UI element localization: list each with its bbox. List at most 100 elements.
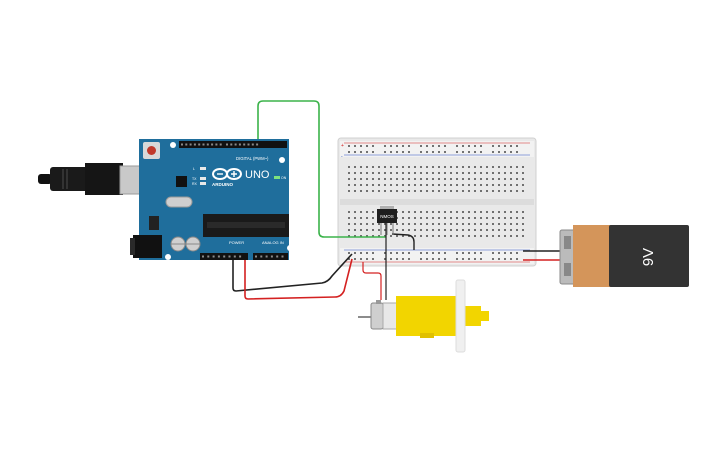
breadboard-hole[interactable]: [492, 184, 494, 186]
breadboard-hole[interactable]: [486, 166, 488, 168]
breadboard-hole[interactable]: [474, 145, 476, 147]
breadboard-hole[interactable]: [498, 229, 500, 231]
breadboard-hole[interactable]: [450, 184, 452, 186]
breadboard-hole[interactable]: [522, 184, 524, 186]
breadboard-hole[interactable]: [384, 172, 386, 174]
breadboard-hole[interactable]: [354, 145, 356, 147]
breadboard-hole[interactable]: [462, 229, 464, 231]
breadboard-hole[interactable]: [366, 223, 368, 225]
breadboard-hole[interactable]: [504, 235, 506, 237]
breadboard-hole[interactable]: [366, 211, 368, 213]
breadboard-hole[interactable]: [438, 235, 440, 237]
breadboard-hole[interactable]: [516, 211, 518, 213]
breadboard-hole[interactable]: [390, 190, 392, 192]
breadboard-hole[interactable]: [360, 223, 362, 225]
header-pin[interactable]: [189, 143, 192, 146]
breadboard-hole[interactable]: [372, 223, 374, 225]
header-pin[interactable]: [239, 255, 242, 258]
breadboard-hole[interactable]: [414, 178, 416, 180]
breadboard-hole[interactable]: [474, 258, 476, 260]
breadboard-hole[interactable]: [414, 217, 416, 219]
breadboard-hole[interactable]: [522, 178, 524, 180]
breadboard-hole[interactable]: [456, 166, 458, 168]
breadboard-hole[interactable]: [378, 184, 380, 186]
breadboard-hole[interactable]: [468, 211, 470, 213]
breadboard-hole[interactable]: [456, 172, 458, 174]
breadboard-hole[interactable]: [444, 235, 446, 237]
breadboard-hole[interactable]: [432, 258, 434, 260]
breadboard-hole[interactable]: [348, 190, 350, 192]
breadboard-hole[interactable]: [474, 217, 476, 219]
breadboard-hole[interactable]: [402, 217, 404, 219]
breadboard-hole[interactable]: [354, 223, 356, 225]
breadboard-hole[interactable]: [432, 235, 434, 237]
breadboard-hole[interactable]: [378, 229, 380, 231]
breadboard-hole[interactable]: [426, 184, 428, 186]
breadboard-hole[interactable]: [396, 145, 398, 147]
dc-gear-motor[interactable]: [358, 279, 489, 353]
breadboard-hole[interactable]: [492, 145, 494, 147]
breadboard-hole[interactable]: [432, 223, 434, 225]
analog-header[interactable]: [253, 253, 288, 260]
breadboard-hole[interactable]: [462, 235, 464, 237]
breadboard-hole[interactable]: [498, 252, 500, 254]
breadboard-hole[interactable]: [468, 166, 470, 168]
breadboard-hole[interactable]: [444, 172, 446, 174]
breadboard-hole[interactable]: [348, 172, 350, 174]
breadboard-hole[interactable]: [474, 172, 476, 174]
breadboard-hole[interactable]: [444, 258, 446, 260]
header-pin[interactable]: [219, 143, 222, 146]
breadboard-hole[interactable]: [462, 145, 464, 147]
breadboard-hole[interactable]: [462, 211, 464, 213]
breadboard-hole[interactable]: [372, 184, 374, 186]
power-wire-arduino[interactable]: [244, 258, 353, 300]
breadboard-hole[interactable]: [432, 166, 434, 168]
breadboard-hole[interactable]: [474, 211, 476, 213]
header-pin[interactable]: [202, 255, 204, 258]
breadboard-hole[interactable]: [354, 178, 356, 180]
breadboard-hole[interactable]: [384, 145, 386, 147]
breadboard-hole[interactable]: [516, 145, 518, 147]
breadboard-hole[interactable]: [384, 235, 386, 237]
breadboard-hole[interactable]: [492, 258, 494, 260]
header-pin[interactable]: [230, 143, 233, 146]
breadboard-hole[interactable]: [450, 190, 452, 192]
breadboard-hole[interactable]: [420, 172, 422, 174]
breadboard-hole[interactable]: [414, 184, 416, 186]
header-pin[interactable]: [223, 255, 226, 258]
breadboard-hole[interactable]: [360, 229, 362, 231]
header-pin[interactable]: [215, 143, 218, 146]
breadboard-hole[interactable]: [444, 190, 446, 192]
breadboard-hole[interactable]: [468, 258, 470, 260]
breadboard-hole[interactable]: [438, 166, 440, 168]
breadboard-hole[interactable]: [444, 151, 446, 153]
breadboard-hole[interactable]: [510, 258, 512, 260]
breadboard-hole[interactable]: [408, 172, 410, 174]
header-pin[interactable]: [243, 143, 246, 146]
breadboard-hole[interactable]: [486, 184, 488, 186]
breadboard-hole[interactable]: [402, 190, 404, 192]
breadboard-hole[interactable]: [360, 145, 362, 147]
breadboard-hole[interactable]: [372, 190, 374, 192]
breadboard-hole[interactable]: [360, 151, 362, 153]
breadboard-hole[interactable]: [480, 178, 482, 180]
breadboard-hole[interactable]: [522, 235, 524, 237]
breadboard-hole[interactable]: [420, 223, 422, 225]
breadboard-hole[interactable]: [504, 190, 506, 192]
breadboard-hole[interactable]: [372, 145, 374, 147]
breadboard-hole[interactable]: [366, 252, 368, 254]
usb-cable[interactable]: [50, 167, 90, 191]
breadboard-hole[interactable]: [498, 166, 500, 168]
breadboard-hole[interactable]: [492, 190, 494, 192]
breadboard-hole[interactable]: [420, 235, 422, 237]
breadboard-hole[interactable]: [372, 151, 374, 153]
header-pin[interactable]: [234, 143, 237, 146]
breadboard-hole[interactable]: [438, 258, 440, 260]
breadboard-hole[interactable]: [522, 223, 524, 225]
header-pin[interactable]: [247, 143, 250, 146]
breadboard-hole[interactable]: [438, 252, 440, 254]
digital-header[interactable]: [179, 141, 287, 148]
breadboard-hole[interactable]: [402, 258, 404, 260]
breadboard-hole[interactable]: [492, 223, 494, 225]
header-pin[interactable]: [251, 143, 254, 146]
